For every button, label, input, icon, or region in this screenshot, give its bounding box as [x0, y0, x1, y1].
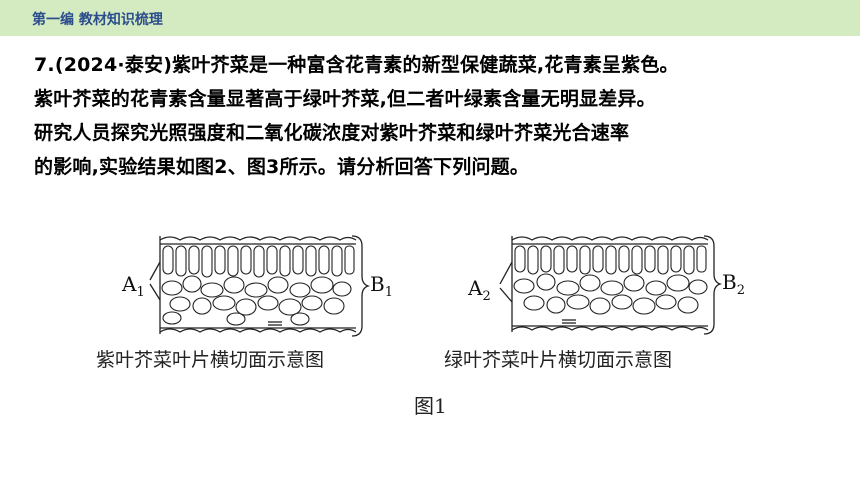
label-b2-letter: B — [722, 270, 737, 294]
question-line-1: 7.(2024·泰安)紫叶芥菜是一种富含花青素的新型保健蔬菜,花青素呈紫色。 — [34, 54, 679, 76]
green-leaf-cross-section — [499, 235, 723, 335]
label-a1-sub: 1 — [136, 285, 145, 300]
label-a2: A2 — [468, 276, 491, 304]
caption-green-leaf: 绿叶芥菜叶片横切面示意图 — [444, 349, 673, 371]
label-b1-sub: 1 — [384, 285, 393, 300]
label-a1-letter: A — [122, 272, 137, 296]
label-a1: A1 — [122, 272, 145, 300]
purple-leaf-cross-section — [149, 235, 371, 337]
question-line-2: 紫叶芥菜的花青素含量显著高于绿叶芥菜,但二者叶绿素含量无明显差异。 — [34, 88, 656, 110]
question-text: 7.(2024·泰安)紫叶芥菜是一种富含花青素的新型保健蔬菜,花青素呈紫色。 紫… — [34, 48, 834, 184]
question-line-3: 研究人员探究光照强度和二氧化碳浓度对紫叶芥菜和绿叶芥菜光合速率 — [34, 122, 630, 144]
label-b2: B2 — [722, 270, 745, 298]
label-a2-sub: 2 — [482, 289, 491, 304]
label-b1-letter: B — [370, 272, 385, 296]
label-a2-letter: A — [468, 276, 483, 300]
label-b1: B1 — [370, 272, 393, 300]
header-bar: 第一编 教材知识梳理 — [0, 0, 860, 36]
caption-purple-leaf: 紫叶芥菜叶片横切面示意图 — [96, 349, 325, 371]
figure-label: 图1 — [414, 394, 447, 418]
label-b2-sub: 2 — [736, 283, 745, 298]
section-title: 第一编 教材知识梳理 — [32, 12, 163, 28]
question-line-4: 的影响,实验结果如图2、图3所示。请分析回答下列问题。 — [34, 156, 530, 178]
